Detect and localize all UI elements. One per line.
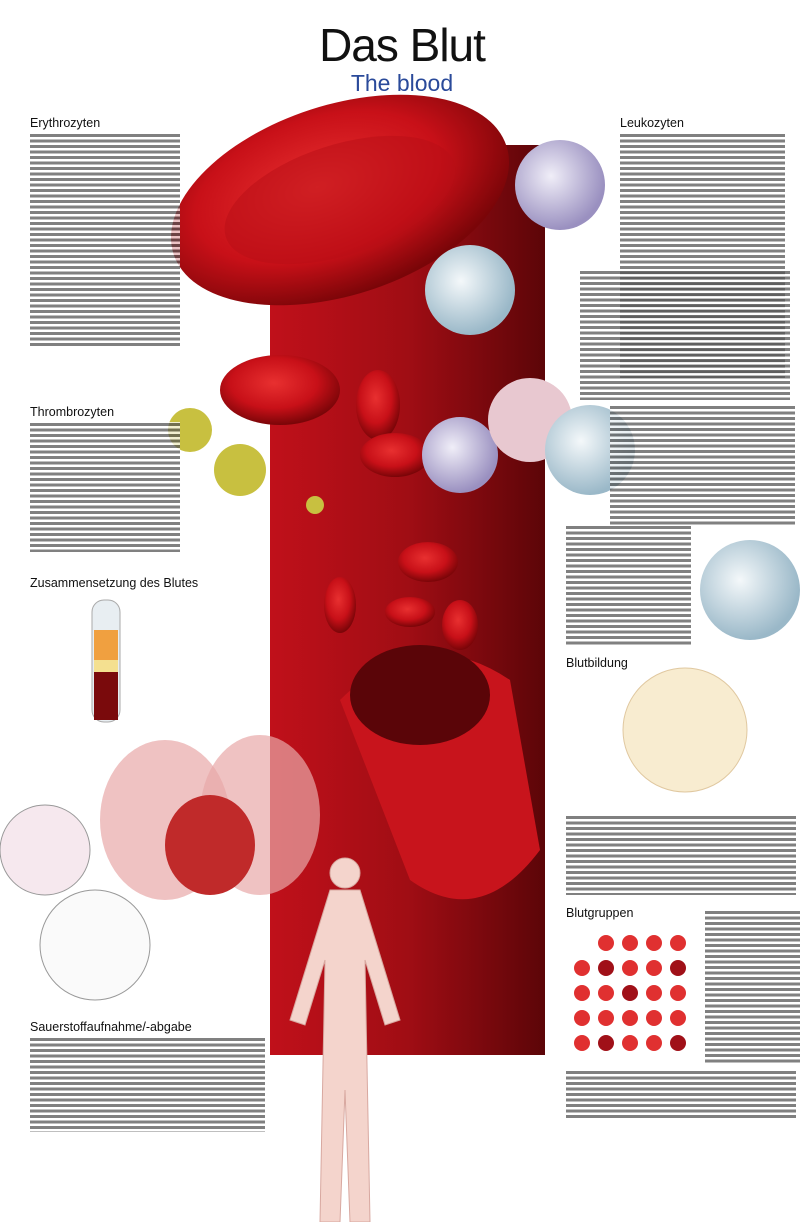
agglutination-sample <box>622 960 638 976</box>
agglutination-sample <box>598 1010 614 1026</box>
agglutination-sample <box>670 960 686 976</box>
red-blood-cell <box>442 600 478 650</box>
heading-composition: Zusammensetzung des Blutes <box>30 576 199 590</box>
vessel-cross-section <box>340 645 540 900</box>
text-block <box>30 1037 265 1132</box>
agglutination-sample <box>598 935 614 951</box>
agglutination-sample <box>574 1010 590 1026</box>
agglutination-sample <box>598 1035 614 1051</box>
heading-oxygen: Sauerstoffaufnahme/-abgabe <box>30 1020 192 1034</box>
heading-thrombocytes: Thrombrozyten <box>30 405 115 419</box>
text-block <box>580 270 790 400</box>
agglutination-sample <box>670 1010 686 1026</box>
lungs-heart <box>100 735 320 900</box>
agglutination-sample <box>670 935 686 951</box>
agglutination-sample <box>574 960 590 976</box>
agglutination-sample <box>598 985 614 1001</box>
heading-leukocytes: Leukozyten <box>620 116 684 130</box>
agglutination-sample <box>646 935 662 951</box>
agglutination-sample <box>646 1010 662 1026</box>
red-blood-cell <box>398 542 458 582</box>
agglutination-sample <box>622 1010 638 1026</box>
capillary-detail <box>39 889 151 1001</box>
text-block <box>566 525 691 645</box>
text-block <box>566 1070 796 1120</box>
red-blood-cell <box>220 355 340 425</box>
agglutination-sample <box>622 1035 638 1051</box>
agglutination-sample <box>622 985 638 1001</box>
poster-title: Das Blut <box>319 19 486 71</box>
leukocyte <box>422 417 498 493</box>
agglutination-sample <box>646 960 662 976</box>
heading-hematopoiesis: Blutbildung <box>566 656 628 670</box>
agglutination-sample <box>574 985 590 1001</box>
agglutination-sample <box>574 1035 590 1051</box>
text-block <box>30 422 180 552</box>
hematopoiesis-diagram <box>622 667 748 793</box>
agglutination-sample <box>646 1035 662 1051</box>
text-block <box>610 405 795 525</box>
alveoli-detail <box>0 804 91 896</box>
leukocyte-purple <box>515 140 605 230</box>
red-blood-cell <box>356 370 400 440</box>
heading-erythrocytes: Erythrozyten <box>30 116 101 130</box>
large-red-blood-cell <box>170 94 510 306</box>
red-blood-cell <box>324 577 356 633</box>
thrombocytes <box>168 408 324 514</box>
text-block <box>30 133 180 348</box>
test-tube <box>91 599 121 723</box>
red-blood-cell <box>360 433 430 477</box>
text-block <box>566 815 796 895</box>
monocyte <box>700 540 800 640</box>
agglutination-sample <box>598 960 614 976</box>
agglutination-sample <box>622 935 638 951</box>
agglutination-sample <box>670 1035 686 1051</box>
blood-group-grid <box>574 935 686 1051</box>
poster-subtitle: The blood <box>350 70 454 96</box>
human-body-outline <box>289 857 401 1222</box>
agglutination-sample <box>670 985 686 1001</box>
heading-blood-groups: Blutgruppen <box>566 906 634 920</box>
leukocyte-blue <box>425 245 515 335</box>
agglutination-sample <box>646 985 662 1001</box>
red-blood-cell <box>385 597 435 627</box>
text-block <box>705 910 800 1065</box>
